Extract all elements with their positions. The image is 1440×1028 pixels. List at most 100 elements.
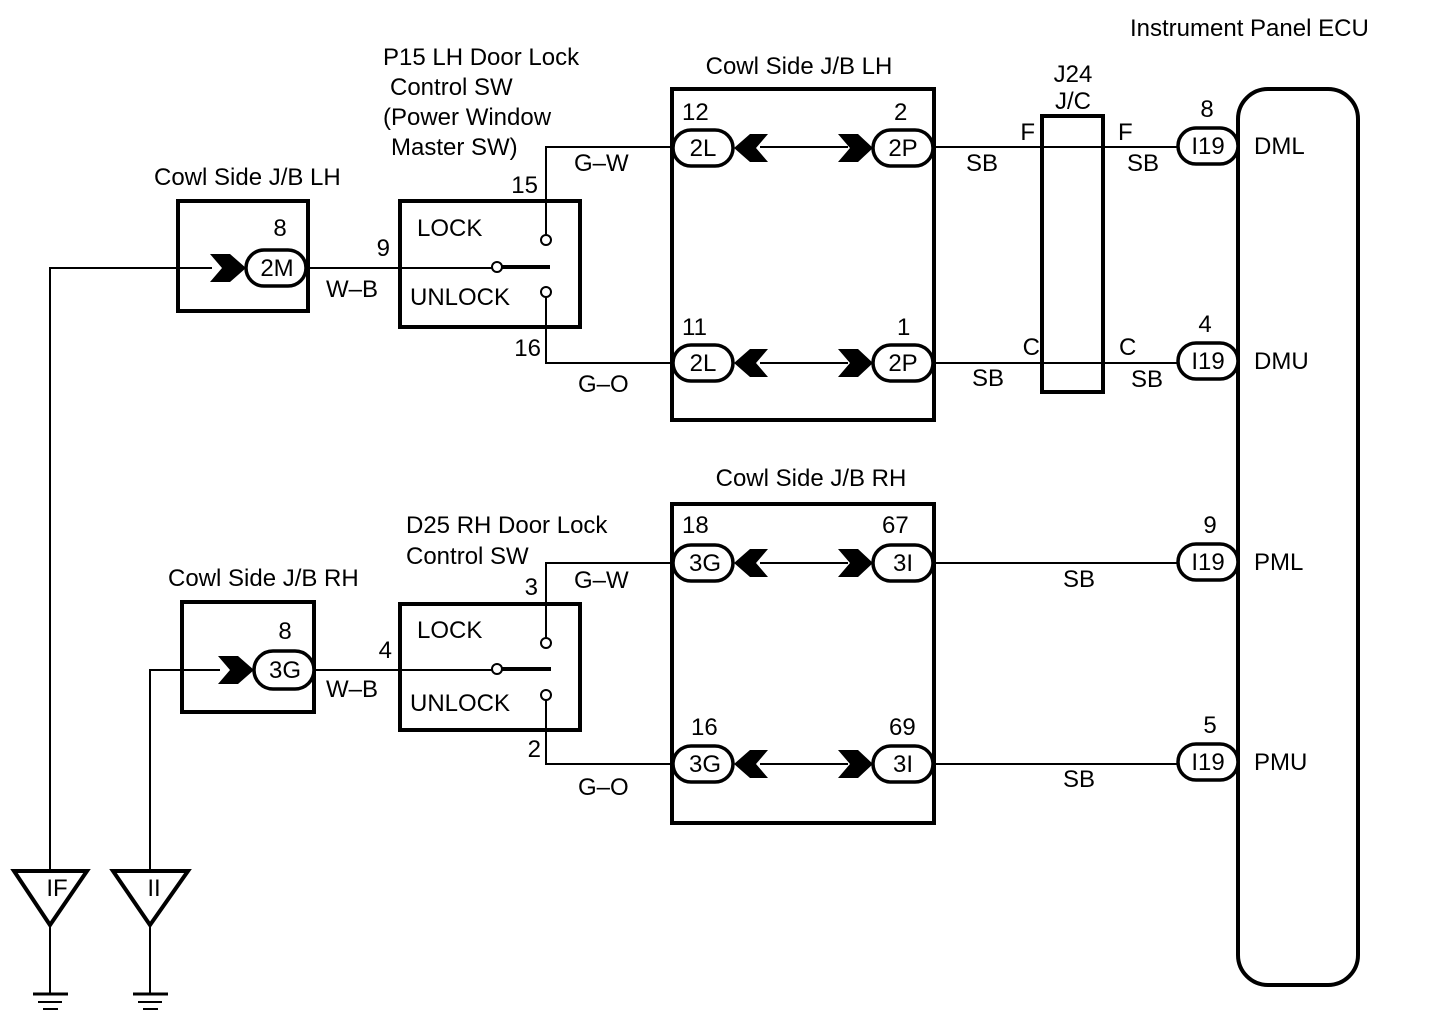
connector-label: 2P — [888, 135, 917, 162]
switch-title-line: D25 RH Door Lock — [406, 512, 608, 539]
switch-title-line: (Power Window — [383, 104, 552, 131]
connector-label: 3I — [893, 751, 913, 778]
switch-body — [398, 602, 582, 732]
pin-label: 1 — [897, 314, 910, 341]
connector-pill — [252, 649, 316, 691]
pin-label: 8 — [273, 215, 286, 242]
cowl-side-jb-rh-ground: Cowl Side J/B RH 8 3G — [168, 565, 359, 714]
wire-g-o-rh — [545, 695, 676, 765]
junction-title-line: J/C — [1055, 88, 1091, 115]
connector-pill — [871, 128, 935, 168]
female-terminal-icon — [734, 549, 768, 577]
ground-triangle — [109, 869, 192, 929]
wire-label: G–W — [574, 567, 629, 594]
wire-label: SB — [966, 150, 998, 177]
jb-body — [176, 199, 310, 313]
wire-label: SB — [972, 365, 1004, 392]
wire-label: G–O — [578, 371, 629, 398]
connector-pill — [671, 543, 735, 583]
wire-g-w-lh — [545, 146, 676, 238]
pin-label: 2 — [528, 736, 541, 763]
connector-pill — [671, 744, 735, 784]
switch-title-line: Control SW — [406, 543, 529, 570]
ecu-connector-dml: 8 I19 — [1176, 96, 1240, 166]
wire-labels: G–W G–O SB SB SB SB G–W G–O SB SB W–B W–… — [326, 150, 1163, 801]
switch-title-line: P15 LH Door Lock — [383, 44, 580, 71]
connector-pill — [871, 543, 935, 583]
unlock-position-label: UNLOCK — [410, 690, 510, 717]
pin-label: 9 — [377, 235, 390, 262]
ground-point-if: IF — [10, 869, 91, 1010]
connector-pill — [1176, 341, 1240, 381]
pin-label: 5 — [1203, 712, 1216, 739]
junction-pin: F — [1118, 119, 1133, 146]
junction-title-line: J24 — [1054, 61, 1093, 88]
switch-pivot — [491, 663, 503, 675]
wire-label: G–O — [578, 774, 629, 801]
pin-label: 8 — [278, 618, 291, 645]
cowl-side-jb-lh-ground: Cowl Side J/B LH 8 2M — [154, 164, 341, 313]
switch-body — [398, 199, 582, 329]
ground-symbol-icon — [133, 992, 168, 1010]
jb-title: Cowl Side J/B RH — [716, 465, 907, 492]
male-terminal-icon — [838, 549, 873, 577]
lock-position-label: LOCK — [417, 215, 482, 242]
female-terminal-icon — [734, 349, 768, 377]
switch-unlock-contact — [540, 286, 552, 298]
lh-door-lock-control-switch: P15 LH Door Lock Control SW (Power Windo… — [377, 44, 582, 362]
switch-lock-contact — [540, 637, 552, 649]
male-terminal-icon — [210, 254, 246, 282]
wire-g-w-rh — [545, 562, 676, 642]
pin-label: 9 — [1203, 512, 1216, 539]
switch-lock-contact — [540, 234, 552, 246]
unlock-position-label: UNLOCK — [410, 284, 510, 311]
wire-label: SB — [1063, 566, 1095, 593]
male-terminal-icon — [218, 656, 254, 684]
jb-body — [670, 87, 936, 422]
ecu-connector-pml: 9 I19 — [1176, 512, 1240, 582]
wire-label: SB — [1127, 150, 1159, 177]
pin-label: 4 — [1198, 311, 1211, 338]
wire-label: G–W — [574, 150, 629, 177]
jb-body — [180, 600, 316, 714]
male-terminal-icon — [838, 349, 873, 377]
junction-pin: C — [1023, 334, 1040, 361]
connector-label: 2M — [260, 255, 293, 282]
connector-label: 2L — [690, 135, 717, 162]
wire-label: SB — [1131, 366, 1163, 393]
jb-title: Cowl Side J/B LH — [706, 53, 893, 80]
jb-title: Cowl Side J/B LH — [154, 164, 341, 191]
cowl-side-jb-rh: Cowl Side J/B RH 18 67 16 69 — [670, 465, 936, 825]
switch-pivot — [491, 261, 503, 273]
pin-label: 67 — [882, 512, 909, 539]
wire-ground-lh — [49, 267, 212, 872]
connector-label: I19 — [1191, 348, 1224, 375]
jb-connectors: 2L 2P 2L 2P 3G 3I 3G 3I — [671, 128, 935, 784]
junction-pin: F — [1020, 119, 1035, 146]
connector-label: 3G — [689, 550, 721, 577]
jb-title: Cowl Side J/B RH — [168, 565, 359, 592]
wire-g-o-lh — [545, 297, 676, 364]
ecu-terminal-dml: DML — [1254, 133, 1305, 160]
ecu-terminal-dmu: DMU — [1254, 348, 1309, 375]
connector-label: I19 — [1191, 549, 1224, 576]
pin-label: 11 — [682, 314, 707, 341]
instrument-panel-ecu: Instrument Panel ECU DML DMU PML PMU — [1130, 15, 1369, 987]
jb-body — [670, 502, 936, 825]
switch-title-line: Master SW) — [391, 134, 518, 161]
wire-label: W–B — [326, 276, 378, 303]
connector-pill — [671, 343, 735, 383]
junction-pin: C — [1119, 334, 1136, 361]
pin-label: 16 — [514, 335, 541, 362]
connector-label: 3I — [893, 550, 913, 577]
rh-door-lock-control-switch: D25 RH Door Lock Control SW 3 2 4 LOCK U… — [379, 512, 609, 763]
connector-label: 3G — [689, 751, 721, 778]
connector-label: I19 — [1191, 749, 1224, 776]
male-terminal-icon — [838, 134, 873, 162]
connector-pill — [1176, 742, 1240, 782]
female-terminal-icon — [734, 750, 768, 778]
ecu-terminal-pml: PML — [1254, 549, 1303, 576]
male-terminal-icon — [838, 750, 873, 778]
ecu-body — [1236, 87, 1360, 987]
